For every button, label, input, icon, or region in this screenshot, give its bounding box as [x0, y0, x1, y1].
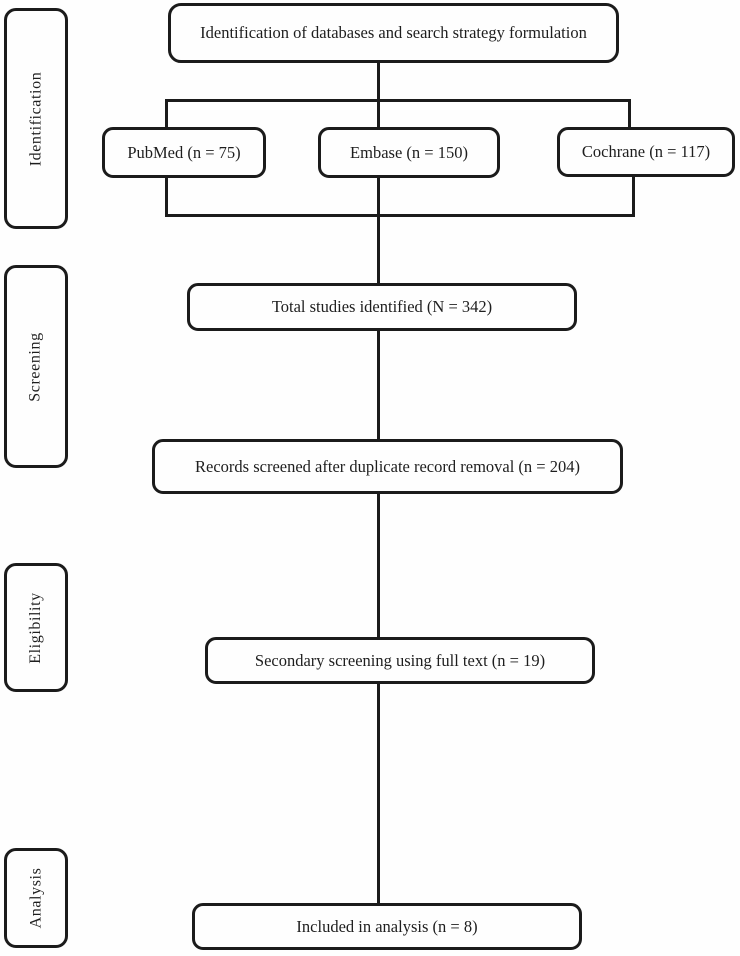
connector-right-drop	[628, 99, 631, 130]
box-included-analysis: Included in analysis (n = 8)	[192, 903, 582, 950]
box-cochrane: Cochrane (n = 117)	[557, 127, 735, 177]
box-label: Cochrane (n = 117)	[581, 142, 711, 162]
box-embase: Embase (n = 150)	[318, 127, 500, 178]
stage-analysis: Analysis	[4, 848, 68, 948]
connector-right-stub	[632, 175, 635, 216]
stage-label: Eligibility	[27, 591, 44, 664]
stage-label: Identification	[27, 71, 44, 166]
box-total-identified: Total studies identified (N = 342)	[187, 283, 577, 331]
box-label: PubMed (n = 75)	[127, 142, 241, 162]
stage-identification: Identification	[4, 8, 68, 229]
box-search-strategy: Identification of databases and search s…	[168, 3, 619, 63]
box-label: Embase (n = 150)	[350, 142, 468, 162]
connector-top-horizontal	[165, 99, 631, 102]
box-secondary-screening: Secondary screening using full text (n =…	[205, 637, 595, 684]
box-pubmed: PubMed (n = 75)	[102, 127, 266, 178]
connector-bottom-horizontal	[165, 214, 635, 217]
box-label: Included in analysis (n = 8)	[296, 916, 478, 936]
stage-eligibility: Eligibility	[4, 563, 68, 692]
box-label: Total studies identified (N = 342)	[271, 297, 493, 317]
stage-label: Screening	[27, 331, 45, 402]
box-label: Secondary screening using full text (n =…	[254, 650, 546, 670]
box-label: Records screened after duplicate record …	[195, 456, 580, 476]
box-records-screened: Records screened after duplicate record …	[152, 439, 623, 494]
connector-left-drop	[165, 99, 168, 130]
stage-screening: Screening	[4, 265, 68, 468]
box-label: Identification of databases and search s…	[200, 23, 587, 43]
connector-left-stub	[165, 176, 168, 216]
stage-label: Analysis	[27, 867, 44, 929]
